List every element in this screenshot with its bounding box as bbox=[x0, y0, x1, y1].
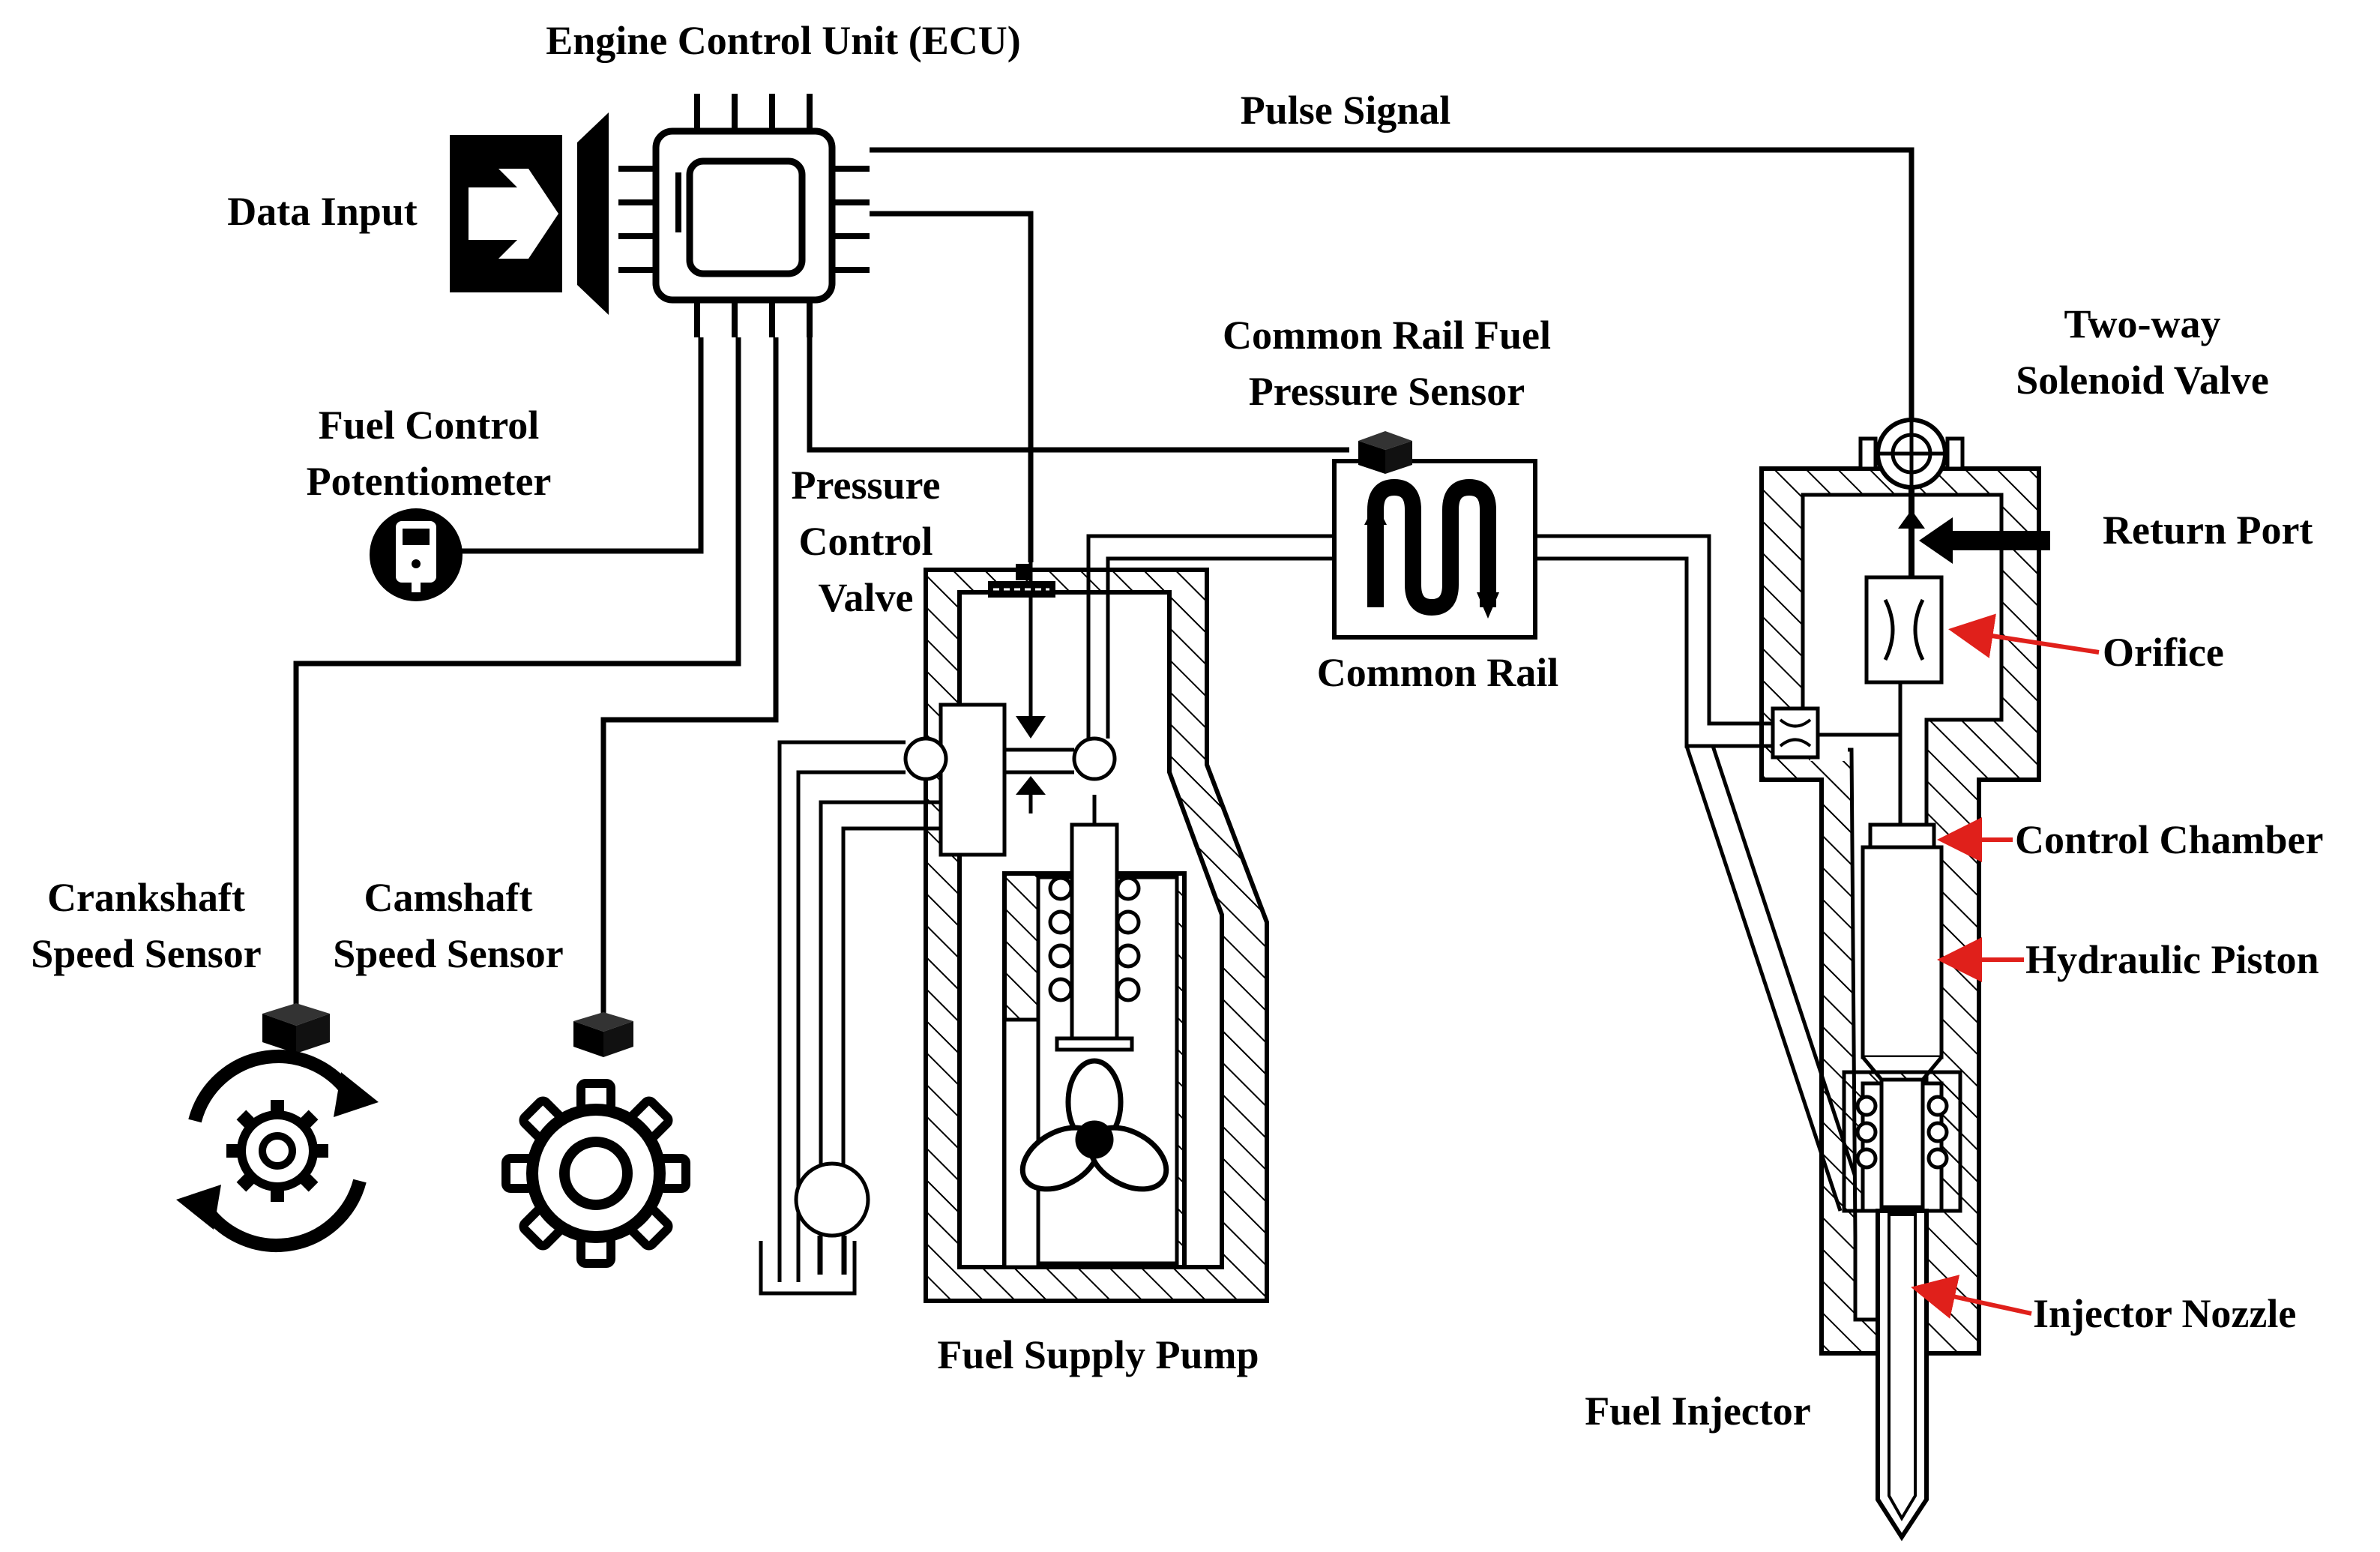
camshaft-sensor-label-line-1: Camshaft bbox=[364, 875, 533, 920]
camshaft-sensor-cube-icon bbox=[573, 1012, 633, 1057]
orifice-callout-arrow bbox=[1948, 613, 2100, 658]
rail-pressure-sensor-label-line-1: Common Rail Fuel bbox=[1223, 313, 1551, 358]
return-port-arrow-icon bbox=[1919, 517, 2050, 564]
two-way-solenoid-valve-icon bbox=[1858, 418, 1965, 577]
data-input-label: Data Input bbox=[227, 189, 418, 234]
rail-pressure-sensor-label-line-2: Pressure Sensor bbox=[1249, 369, 1525, 414]
camshaft-sensor-label-line-2: Speed Sensor bbox=[333, 931, 564, 976]
orifice-label: Orifice bbox=[2103, 630, 2224, 675]
rail-pressure-sensor-icon bbox=[1358, 431, 1412, 474]
crankshaft-wire bbox=[293, 337, 741, 1008]
crankshaft-sensor-label-line-2: Speed Sensor bbox=[31, 931, 262, 976]
potentiometer-icon bbox=[370, 508, 463, 601]
solenoid-valve-label-line-1: Two-way bbox=[2064, 301, 2221, 346]
pcv-solenoid-icon bbox=[988, 564, 1055, 598]
control-chamber-label: Control Chamber bbox=[2015, 817, 2324, 862]
rail-to-injector-line bbox=[1535, 534, 1869, 1212]
injector-nozzle-label: Injector Nozzle bbox=[2033, 1291, 2296, 1336]
pressure-control-valve-label-line-3: Valve bbox=[818, 575, 913, 620]
fuel-supply-pump bbox=[924, 568, 1269, 1303]
fuel-supply-pump-label: Fuel Supply Pump bbox=[937, 1332, 1259, 1377]
cam-lobe-icon bbox=[1019, 1058, 1169, 1192]
common-rail bbox=[1332, 459, 1537, 640]
potentiometer-wire bbox=[461, 337, 704, 554]
ecu-chip-icon bbox=[618, 94, 870, 337]
data-input-icon bbox=[450, 112, 609, 315]
crankshaft-sensor-label-line-1: Crankshaft bbox=[47, 875, 245, 920]
fuel-control-potentiometer-label-line-1: Fuel Control bbox=[319, 403, 540, 448]
return-port-label: Return Port bbox=[2103, 508, 2313, 553]
rail-sensor-wire bbox=[807, 337, 1349, 453]
pressure-control-valve-label-line-1: Pressure bbox=[792, 463, 941, 508]
camshaft-gear-icon bbox=[501, 1079, 690, 1268]
crankshaft-sensor-cube-icon bbox=[262, 1003, 330, 1053]
camshaft-wire bbox=[600, 337, 779, 1016]
common-rail-label: Common Rail bbox=[1317, 650, 1559, 695]
pressure-control-valve bbox=[903, 562, 1117, 857]
solenoid-valve-label-line-2: Solenoid Valve bbox=[2016, 358, 2269, 403]
fuel-control-potentiometer-label-line-2: Potentiometer bbox=[307, 459, 552, 504]
fuel-tank bbox=[759, 740, 941, 1296]
injector-nozzle-callout-arrow bbox=[1911, 1275, 2032, 1319]
hydraulic-piston-label: Hydraulic Piston bbox=[2025, 937, 2319, 982]
pulse-signal-wire bbox=[870, 147, 1914, 424]
pressure-control-valve-label-line-2: Control bbox=[798, 519, 933, 564]
high-pressure-line bbox=[1086, 534, 1334, 739]
pcv-control-wire bbox=[870, 211, 1034, 562]
fuel-injector-label: Fuel Injector bbox=[1585, 1389, 1810, 1434]
crankshaft-rotating-gear-icon bbox=[176, 1050, 379, 1252]
ecu-label: Engine Control Unit (ECU) bbox=[546, 18, 1021, 63]
fuel-injector bbox=[1759, 466, 2041, 1542]
pulse-signal-label: Pulse Signal bbox=[1241, 88, 1451, 133]
